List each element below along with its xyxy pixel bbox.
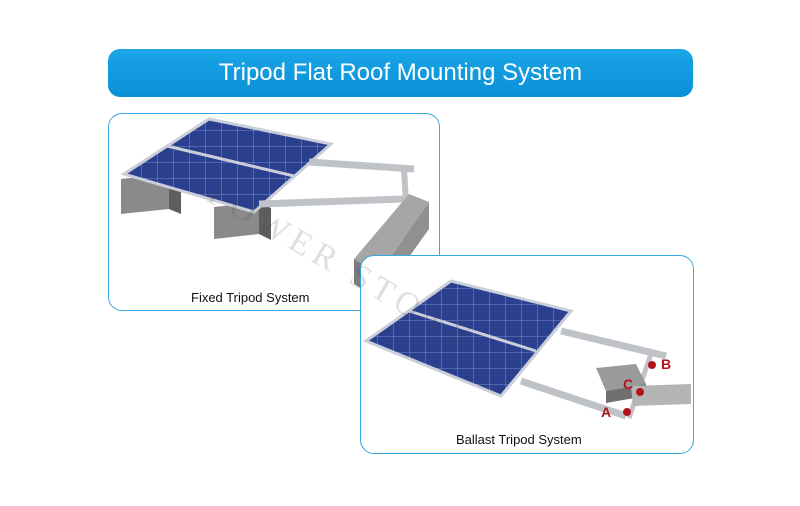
ballast-tripod-panel: B C A Ballast Tripod System bbox=[360, 255, 694, 454]
fixed-tripod-caption: Fixed Tripod System bbox=[191, 290, 310, 305]
label-a: A bbox=[601, 404, 612, 420]
fixed-tripod-illustration bbox=[120, 117, 429, 299]
title-banner: Tripod Flat Roof Mounting System bbox=[108, 49, 693, 97]
label-c: C bbox=[623, 376, 634, 392]
fixed-tripod-panel: Fixed Tripod System bbox=[108, 113, 440, 311]
ballast-tripod-caption: Ballast Tripod System bbox=[456, 432, 582, 447]
label-b: B bbox=[661, 356, 672, 372]
page-title: Tripod Flat Roof Mounting System bbox=[218, 59, 583, 86]
ballast-tripod-illustration bbox=[362, 279, 691, 420]
